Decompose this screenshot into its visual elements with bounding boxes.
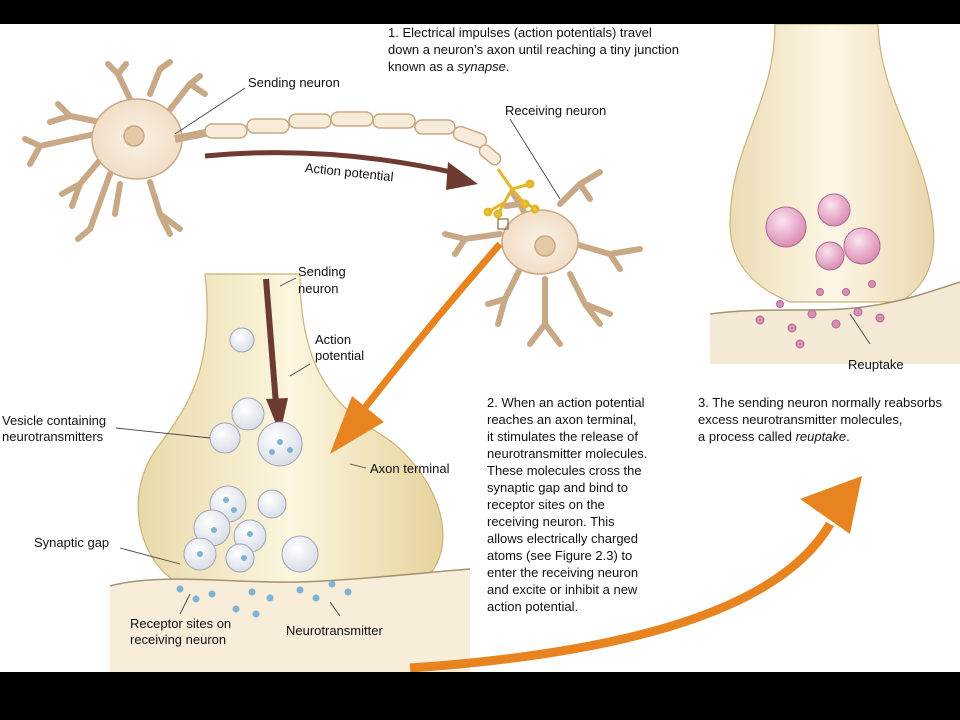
axon-terminal-branches [483,168,540,219]
caption-step-1: 1. Electrical impulses (action potential… [388,24,679,75]
term-synapse: synapse [457,59,506,74]
caption-step-1-line: known as a synapse. [388,59,510,74]
caption-step-2-line: atoms (see Figure 2.3) to [487,548,633,563]
label-sending-neuron-mid-line1: Sending [298,264,346,279]
axon-drawing [174,111,502,166]
action-potential-arrow-top [204,150,461,177]
label-sending-neuron: Sending neuron [248,75,340,90]
reuptake-terminal-drawing [709,24,960,364]
caption-step-3: 3. The sending neuron normally reabsorbs… [698,394,942,445]
caption-step-2: 2. When an action potential reaches an a… [487,394,647,615]
label-axon-terminal: Axon terminal [370,461,450,476]
caption-step-2-line: 2. When an action potential [487,395,645,410]
label-receptor-sites-line1: Receptor sites on [130,616,232,631]
label-sending-neuron-mid-line2: neuron [298,281,339,296]
zoom-box [497,218,509,230]
neuron-synapse-illustration [22,24,960,672]
caption-step-2-line: receiving neuron. This [487,514,615,529]
label-action-potential-mid-line1: Action [315,332,352,347]
label-action-potential-mid-line2: potential [315,348,365,363]
caption-step-2-line: and excite or inhibit a new [487,582,638,597]
orange-arrowhead-right [800,476,862,534]
orange-arrow-left [357,241,503,417]
label-reuptake: Reuptake [848,357,904,372]
leader-lines [115,87,871,617]
label-vesicle-line1: Vesicle containing [2,413,107,428]
caption-step-1-line: down a neuron’s axon until reaching a ti… [388,42,680,57]
receiving-neuron-drawing [442,169,643,347]
caption-step-2-line: enter the receiving neuron [487,565,639,580]
action-potential-arrowhead-mid [266,398,288,434]
action-potential-arrowhead-top [446,162,478,190]
orange-arrow-right [409,521,834,672]
sending-neuron-drawing [22,59,208,242]
diagram-canvas: Sending neuron Receiving neuron Action p… [0,24,960,672]
term-reuptake: reuptake [795,429,847,444]
neurotransmitter-dots-large [176,439,352,618]
caption-step-2-line: neurotransmitter molecules. [487,446,648,461]
vesicles-large [183,327,319,573]
label-vesicle-line2: neurotransmitters [2,429,104,444]
caption-step-2-line: action potential. [487,599,579,614]
label-synaptic-gap: Synaptic gap [34,535,110,550]
caption-step-2-line: reaches an axon terminal, [487,412,637,427]
caption-step-1-line: 1. Electrical impulses (action potential… [388,25,652,40]
caption-step-2-line: it stimulates the release of [487,429,639,444]
label-receiving-neuron: Receiving neuron [505,103,607,118]
label-receptor-sites-line2: receiving neuron [130,632,227,647]
caption-step-3-line: a process called reuptake. [698,429,850,444]
label-neurotransmitter: Neurotransmitter [286,623,383,638]
caption-step-2-line: synaptic gap and bind to [487,480,628,495]
caption-step-2-line: These molecules cross the [487,463,642,478]
caption-step-2-line: receptor sites on the [487,497,605,512]
caption-step-2-line: allows electrically charged [487,531,639,546]
orange-arrowhead-left [330,396,384,454]
reuptake-molecules [755,280,885,349]
action-potential-arrow-mid [263,278,279,405]
caption-step-3-line: 3. The sending neuron normally reabsorbs [698,395,943,410]
caption-step-3-line: excess neurotransmitter molecules, [698,412,903,427]
